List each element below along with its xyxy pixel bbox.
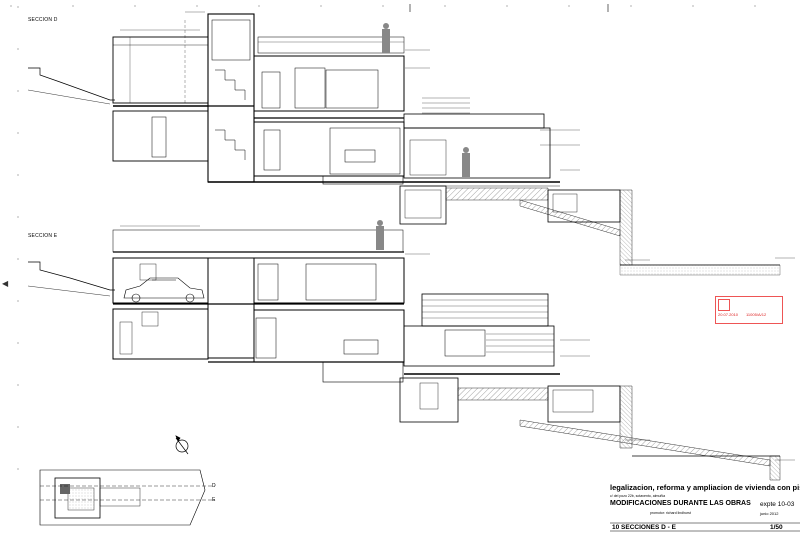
approval-stamp: 20.07.2010 11005/A/12 xyxy=(715,296,783,324)
project-address: c/ del pozo 22b, sotavento, almuñia xyxy=(610,494,666,498)
car-drawing xyxy=(123,277,205,303)
stamp-date: 20.07.2010 xyxy=(718,312,739,317)
previous-page-arrow-icon[interactable]: ◀ xyxy=(2,279,9,288)
sheet-title: 10 SECCIONES D - E xyxy=(612,524,676,531)
stamp-code: 11005/A/12 xyxy=(746,312,767,317)
north-arrow-icon xyxy=(175,435,189,455)
stamp-logo-icon xyxy=(718,299,730,311)
drawing-subtitle: MODIFICACIONES DURANTE LAS OBRAS xyxy=(610,500,751,507)
drawing-date: junio 2012 xyxy=(760,511,779,516)
key-plan xyxy=(39,469,215,526)
section-e-label: SECCION E xyxy=(28,233,58,239)
section-e-drawing xyxy=(27,220,795,481)
section-d-label: SECCION D xyxy=(28,17,58,23)
promoter: promotor: richard lindhurst xyxy=(650,511,691,515)
section-mark-d: D xyxy=(212,483,216,489)
section-d-drawing xyxy=(27,11,795,276)
section-mark-e: E xyxy=(212,497,216,503)
project-title: legalizacion, reforma y ampliacion de vi… xyxy=(610,483,800,492)
drawing-scale: 1/50 xyxy=(770,524,783,531)
expediente-number: expte 10-03 xyxy=(760,501,795,508)
title-block-frame xyxy=(610,522,800,532)
